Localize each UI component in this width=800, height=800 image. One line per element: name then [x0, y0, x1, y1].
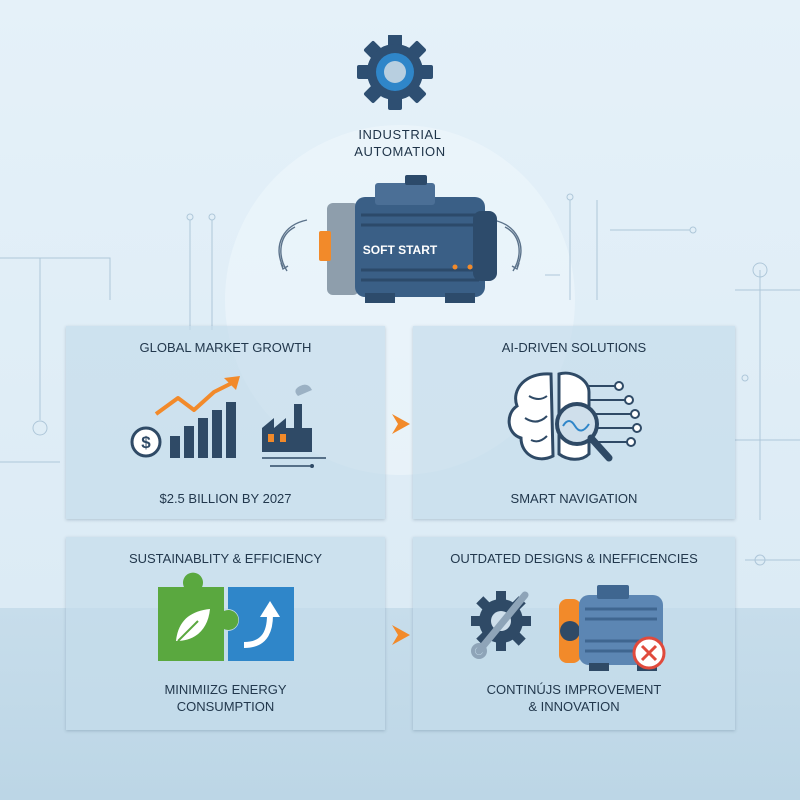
title-line-2: AUTOMATION: [354, 144, 446, 159]
sustainability-illustration: [158, 572, 294, 661]
diagram-title: INDUSTRIAL AUTOMATION: [300, 126, 500, 160]
panel-global-market-growth: GLOBAL MARKET GROWTH $ $2.5 BILLIO: [66, 326, 385, 519]
factory-icon: [262, 384, 326, 468]
panel-ai-driven-solutions: AI-DRIVEN SOLUTIONS SMART: [413, 326, 735, 519]
panel-heading: GLOBAL MARKET GROWTH: [139, 340, 312, 355]
footer-line-1: CONTINÚJS IMPROVEMENT: [486, 682, 662, 697]
panel-footer: SMART NAVIGATION: [510, 491, 638, 506]
panel-outdated-designs: OUTDATED DESIGNS & INEFFICENCIES: [413, 537, 735, 730]
soft-start-label: SOFT START: [362, 243, 438, 257]
panel-footer: CONTINÚJS IMPROVEMENT & INNOVATION: [413, 681, 735, 715]
chevron-right-icon: [392, 625, 410, 645]
gear-wrench-icon: [471, 591, 531, 659]
title-line-1: INDUSTRIAL: [358, 127, 442, 142]
panel-heading: AI-DRIVEN SOLUTIONS: [501, 340, 647, 355]
puzzle-leaf-icon: [158, 572, 239, 661]
cancel-icon: [632, 636, 666, 670]
panel-sustainability: SUSTAINABLITY & EFFICIENCY MINIMIIZG ENE…: [66, 537, 385, 730]
magnifier-icon: [555, 402, 613, 462]
svg-text:$: $: [141, 433, 151, 452]
gear-icon: [357, 35, 433, 110]
footer-line-2: CONSUMPTION: [176, 699, 275, 714]
panel-heading: OUTDATED DESIGNS & INEFFICENCIES: [450, 551, 698, 566]
dollar-icon: $: [130, 426, 162, 458]
motor-icon: [278, 175, 522, 303]
footer-line-1: MINIMIIZG ENERGY: [164, 682, 287, 697]
ai-illustration: [507, 371, 642, 462]
growth-chart-icon: [170, 402, 236, 458]
market-growth-illustration: $: [130, 376, 326, 468]
chevron-right-icon: [392, 414, 410, 434]
panel-heading: SUSTAINABLITY & EFFICIENCY: [128, 551, 323, 566]
footer-line-2: & INNOVATION: [528, 699, 620, 714]
puzzle-arrow-icon: [228, 587, 294, 661]
panel-footer: $2.5 BILLION BY 2027: [159, 491, 292, 506]
panel-footer: MINIMIIZG ENERGY CONSUMPTION: [66, 681, 385, 715]
outdated-designs-illustration: [471, 585, 666, 671]
